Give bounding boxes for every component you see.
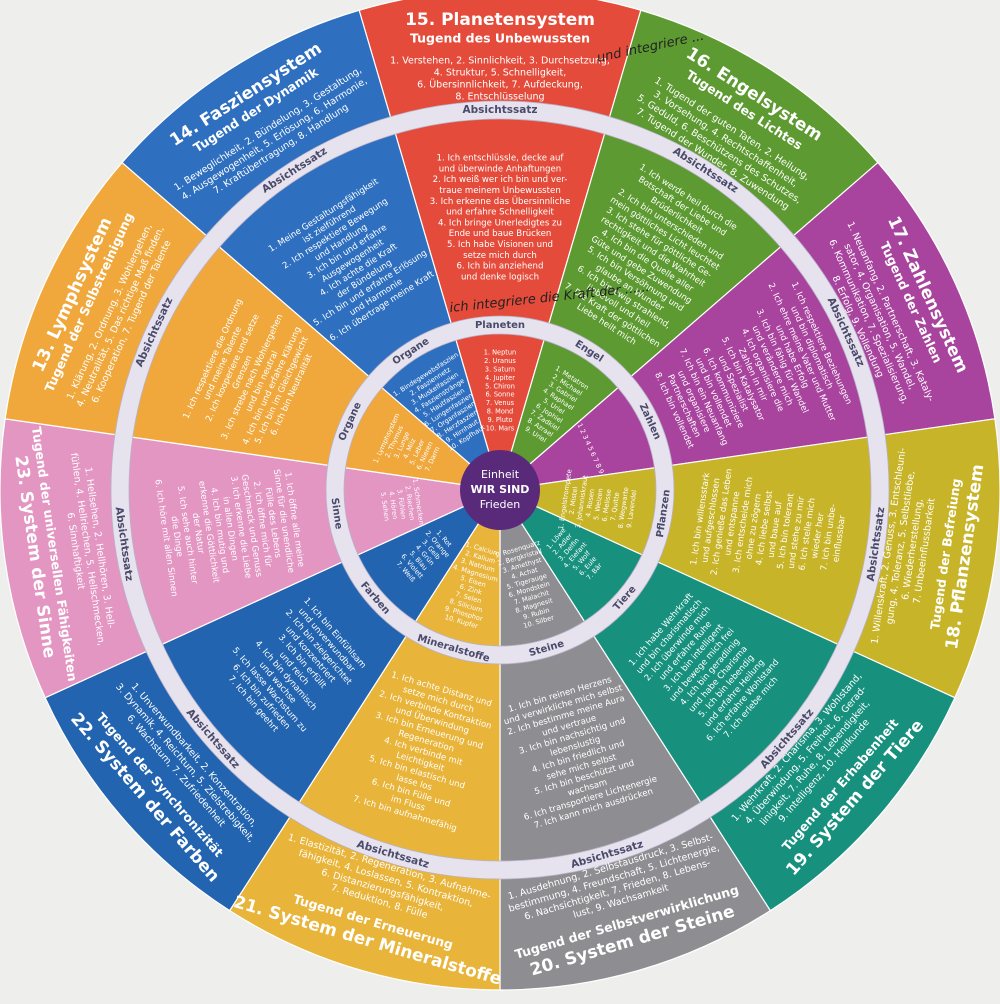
system-subtitle: Tugend des Unbewussten: [410, 31, 590, 46]
affirmation-line: 3. Ich erkenne das Übersinnliche: [430, 196, 571, 207]
wedge-22: [44, 488, 502, 912]
inner-item: 2. Uranus: [484, 357, 516, 365]
inner-item: 5. Chiron: [485, 382, 515, 390]
inner-item: 7. Venus: [486, 399, 515, 407]
affirmation-line: 1. Ich entschlüssle, decke auf: [437, 154, 565, 164]
wedge-16: [498, 9, 879, 492]
inner-ring-inner-edge: [343, 333, 657, 647]
affirmation-line: 2. Ich weiß wer ich bin und ver-: [433, 175, 568, 185]
inner-ring: [326, 316, 674, 664]
inner-item: 2. Mistel: [568, 486, 580, 515]
center-line-3: Frieden: [480, 498, 521, 511]
affirmation-line: und überwinde Anhaftungen: [439, 164, 562, 174]
affirmation-line: und denke logisch: [461, 272, 539, 282]
affirmation-line: Ende und baue Brücken: [449, 229, 552, 239]
inner-item: 4. Hören: [387, 491, 399, 520]
affirmation-line: 5. Ich habe Visionen und: [447, 240, 553, 250]
inner-item: 4. Rosen: [584, 488, 596, 517]
affirmation-label: Absichtssatz: [463, 104, 538, 116]
inner-ring-label: Planeten: [475, 320, 525, 331]
virtue-line: 8. Entschlüsselung: [455, 92, 544, 103]
inner-ring-label: Sinne: [328, 497, 343, 530]
center-line-2: WIR SIND: [471, 483, 530, 496]
center-disc: [460, 450, 540, 530]
affirmation-line: 6. Ich bin anziehend: [457, 262, 544, 272]
virtue-line: 6. Übersinnlichkeit, 7. Aufdeckung,: [417, 80, 583, 91]
inner-item: 8. Mond: [487, 408, 513, 416]
wedge-19: [498, 488, 956, 912]
inner-item: 10. Mars: [486, 424, 515, 432]
inner-item: 6. Sonne: [485, 391, 514, 399]
center-line-1: Einheit: [481, 468, 520, 481]
affirmation-ring-outer-edge: [110, 100, 890, 880]
affirmation-line: traue meinem Unbewussten: [439, 186, 561, 196]
inner-item: 4. Jupiter: [485, 374, 515, 382]
inner-item: 3. Saturn: [485, 366, 515, 374]
inner-ring-outer-edge: [325, 315, 675, 665]
affirmation-line: setze mich durch: [463, 251, 537, 261]
affirmation-ring-inner-edge: [128, 118, 872, 862]
virtue-line: 4. Struktur, 5. Schnelligkeit,: [434, 68, 567, 79]
affirmation-ring: [111, 101, 889, 879]
inner-item: 1. Neptun: [484, 349, 517, 357]
wedge-14: [121, 9, 502, 492]
affirmation-line: 4. Ich bringe Unerledigtes zu: [438, 218, 562, 228]
inner-item: 9. Pluto: [488, 416, 513, 424]
affirmation-line: und erfahre Schnelligkeit: [446, 208, 554, 218]
virtue-line: 1. Verstehen, 2. Sinnlichkeit, 3. Durchs…: [390, 56, 610, 67]
system-title: 15. Planetensystem: [405, 10, 595, 30]
